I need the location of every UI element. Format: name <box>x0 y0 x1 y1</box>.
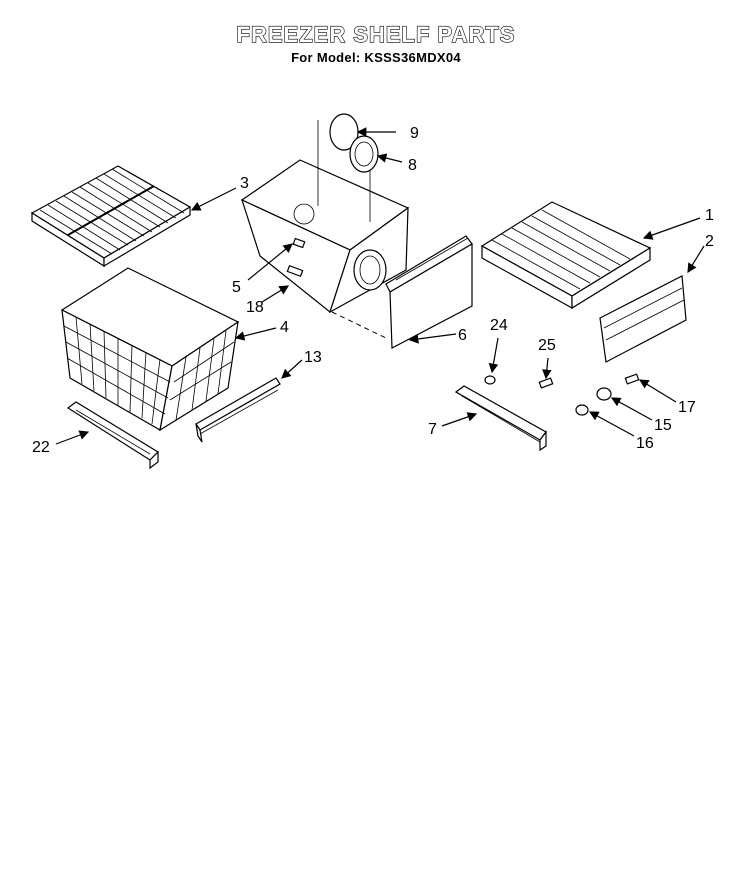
part-13-rail <box>195 377 281 443</box>
part-3-wire-shelf <box>30 165 192 268</box>
callout-8: 8 <box>408 157 417 174</box>
callout-16: 16 <box>636 435 654 452</box>
callout-15: 15 <box>654 417 672 434</box>
callout-13: 13 <box>304 349 322 366</box>
part-15-roller <box>596 387 612 401</box>
part-24-nut <box>484 375 496 385</box>
part-7-track <box>454 385 547 452</box>
part-16-roller <box>575 404 589 416</box>
part-1-shelf <box>480 201 652 310</box>
callout-7: 7 <box>428 421 437 438</box>
callout-1: 1 <box>705 207 714 224</box>
callout-25: 25 <box>538 337 556 354</box>
callout-24: 24 <box>490 317 508 334</box>
part-17-screw <box>624 373 640 385</box>
part-22-rail <box>66 401 159 470</box>
model-subtitle: For Model: KSSS36MDX04 <box>291 50 461 65</box>
part-8-disc <box>349 135 379 173</box>
part-6-panel <box>385 235 473 349</box>
callout-5: 5 <box>232 279 241 296</box>
callout-9: 9 <box>410 125 419 142</box>
callout-3: 3 <box>240 175 249 192</box>
part-2-front-panel <box>599 275 687 363</box>
callout-18: 18 <box>246 299 264 316</box>
callout-6: 6 <box>458 327 467 344</box>
leader-lines <box>55 127 705 445</box>
callout-17: 17 <box>678 399 696 416</box>
part-4-wire-basket <box>60 267 240 432</box>
callout-4: 4 <box>280 319 289 336</box>
part-18-screw <box>286 265 304 277</box>
part-25-screw <box>538 377 554 389</box>
part-5-screw <box>292 237 306 249</box>
callout-22: 22 <box>32 439 50 456</box>
callout-2: 2 <box>705 233 714 250</box>
diagram-title: FREEZER SHELF PARTS <box>236 21 516 47</box>
center-housing <box>240 120 410 339</box>
